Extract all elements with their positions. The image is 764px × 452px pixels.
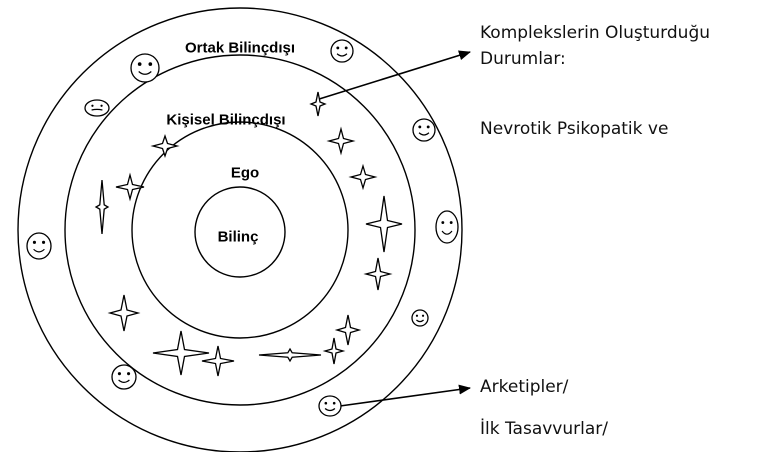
four-point-star-icon: [201, 345, 235, 377]
collective-unconscious-label: Ortak Bilinçdışı: [184, 39, 296, 57]
archetypes-arrow: [339, 384, 471, 407]
four-point-star-icon: [150, 133, 180, 159]
four-point-star-icon: [363, 257, 393, 291]
four-point-star-icon: [334, 314, 362, 346]
smiley-face-icon: [26, 232, 52, 260]
smiley-face-icon: [84, 99, 110, 117]
smiley-face-icon: [412, 118, 436, 142]
complexes-annotation: Komplekslerin Oluşturduğu Durumlar:: [480, 20, 710, 73]
complexes-line-2: Durumlar:: [480, 49, 566, 70]
ego-label: Ego: [230, 164, 260, 182]
four-point-star-icon: [258, 347, 322, 363]
primordial-images-annotation: İlk Tasavvurlar/: [480, 419, 608, 439]
personal-unconscious-label: Kişisel Bilinçdışı: [166, 111, 286, 129]
archetypes-annotation: Arketipler/: [480, 377, 569, 397]
ego-circle: [131, 121, 349, 339]
personal-unconscious-circle: [64, 54, 416, 406]
smiley-face-icon: [435, 210, 459, 244]
four-point-star-icon: [115, 172, 145, 202]
smiley-face-icon: [111, 364, 137, 390]
four-point-star-icon: [107, 294, 141, 332]
four-point-star-icon: [365, 195, 403, 253]
complexes-arrow: [315, 50, 471, 101]
smiley-face-icon: [330, 39, 354, 63]
consciousness-label: Bilinç: [217, 228, 259, 246]
smiley-face-icon: [411, 309, 429, 327]
complexes-line-1: Komplekslerin Oluşturduğu: [480, 23, 711, 43]
four-point-star-icon: [309, 91, 327, 117]
consciousness-circle: [194, 186, 286, 278]
collective-unconscious-circle: [17, 7, 463, 452]
four-point-star-icon: [348, 163, 378, 191]
four-point-star-icon: [322, 337, 346, 365]
four-point-star-icon: [94, 179, 110, 235]
smiley-face-icon: [318, 395, 342, 417]
four-point-star-icon: [152, 330, 210, 376]
complexes-types-annotation: Nevrotik Psikopatik ve: [480, 119, 669, 139]
smiley-face-icon: [130, 53, 160, 83]
four-point-star-icon: [326, 126, 356, 156]
